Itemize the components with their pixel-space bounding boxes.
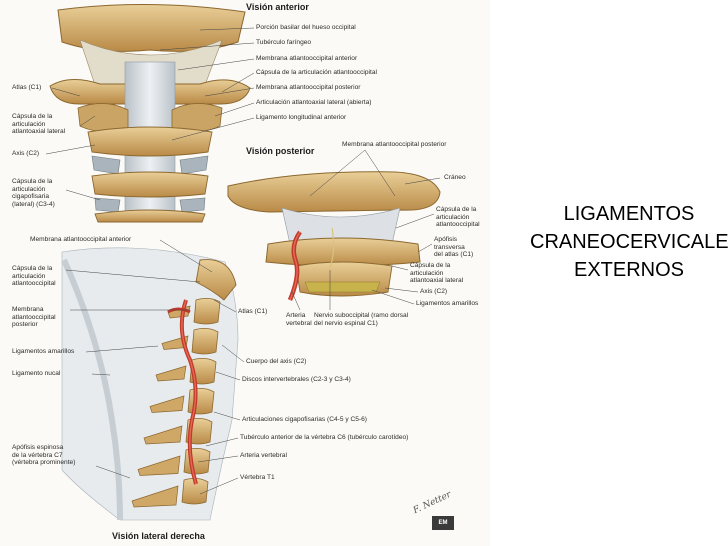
slide-title-line-3: EXTERNOS [573,259,685,281]
label-nervio-suboccipital: Nervio suboccipital (ramo dorsal del ner… [314,312,409,327]
leader-lines [45,27,441,495]
publisher-logo: EM [432,516,454,530]
label-lat-capsula-ao: Cápsula de la articulación atlantooccipi… [12,265,56,288]
label-articulacion-aa-lateral: Articulación atlantoaxial lateral (abier… [256,99,372,106]
label-post-capsula-aa: Cápsula de la articulación atlantoaxial … [410,262,464,285]
lateral-view-title: Visión lateral derecha [112,531,205,541]
lateral-vertebra-body [183,448,211,475]
label-post-capsula-ao: Cápsula de la articulación atlantooccipi… [436,206,480,229]
label-lat-arteria-vertebral: Arteria vertebral [240,452,287,459]
anterior-view-title: Visión anterior [246,2,309,12]
label-membrana-ao-anterior: Membrana atlantooccipital anterior [256,55,358,62]
posterior-view-title: Visión posterior [246,146,315,156]
label-articulaciones-cigapofisarias: Articulaciones cigapofisarias (C4-5 y C5… [242,416,367,423]
label-ligamento-nucal: Ligamento nucal [12,370,61,377]
label-ligamento-longitudinal: Ligamento longitudinal anterior [256,114,347,121]
label-atlas-anterior: Atlas (C1) [12,84,42,91]
label-cuerpo-axis: Cuerpo del axis (C2) [246,358,307,365]
lateral-spinous-process [149,395,185,413]
label-apofisis-c7: Apófisis espinosa de la vértebra C7 (vér… [12,444,76,467]
lateral-spinous-process [131,485,179,508]
anterior-view-drawing [49,3,251,223]
lateral-vertebra-body [191,328,219,355]
anatomy-illustration [45,3,441,521]
label-discos: Discos intervertebrales (C2-3 y C3-4) [242,376,351,383]
label-capsula-ao: Cápsula de la articulación atlantooccipi… [256,69,377,76]
lateral-spinous-process [155,365,187,382]
lateral-view-drawing [61,247,239,521]
lateral-vertebra-body [193,298,221,325]
label-post-membrana: Membrana atlantooccipital posterior [342,141,447,148]
label-membrana-ao-posterior: Membrana atlantooccipital posterior [256,84,361,91]
label-lat-membrana-posterior: Membrana atlantooccipital posterior [12,306,56,329]
slide-title-line-2: CRANEOCERVICALES [530,231,728,253]
label-lat-membrana-anterior: Membrana atlantooccipital anterior [30,236,132,243]
lateral-spinous-process [143,425,183,445]
label-lat-ligamentos-amarillos: Ligamentos amarillos [12,348,75,355]
label-capsula-cigapofisaria: Cápsula de la articulación cigapofisaria… [12,178,55,208]
label-craneo: Cráneo [444,174,466,181]
label-capsula-aa-lateral-anterior: Cápsula de la articulación atlantoaxial … [12,113,66,136]
label-post-axis: Axis (C2) [420,288,448,295]
posterior-view-drawing [227,171,441,301]
slide-title-line-1: LIGAMENTOS [563,203,695,225]
label-lat-atlas: Atlas (C1) [238,308,268,315]
label-post-ligamentos-amarillos: Ligamentos amarillos [416,300,479,307]
label-axis-anterior: Axis (C2) [12,150,40,157]
anatomy-plate: Visión anterior Visión posterior Visión … [12,2,480,541]
label-tuberculo-faringeo: Tubérculo faríngeo [256,39,312,46]
label-tuberculo-c6: Tubérculo anterior de la vértebra C6 (tu… [240,434,409,441]
slide-title: LIGAMENTOS CRANEOCERVICALES EXTERNOS [530,200,728,284]
label-post-arteria-vertebral: Arteria vertebral [286,312,312,327]
lateral-spinous-process [137,455,181,476]
lateral-vertebra-body [187,388,215,415]
label-apofisis-transversa: Apófisis transversa del atlas (C1) [434,236,474,259]
label-porcion-basilar: Porción basilar del hueso occipital [256,24,356,31]
label-vertebra-t1: Vértebra T1 [240,474,275,481]
